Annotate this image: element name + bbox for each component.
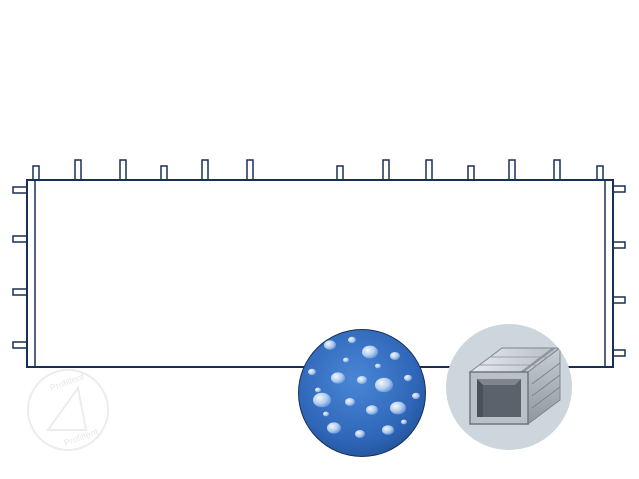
top-tab [201, 159, 209, 181]
top-tab [32, 165, 40, 181]
water-droplet [355, 430, 365, 438]
top-tab [246, 159, 254, 181]
top-tabs [32, 159, 604, 181]
top-tab [160, 165, 168, 181]
right-tab [612, 185, 626, 193]
square-tube-icon [468, 347, 562, 425]
water-droplet [401, 419, 407, 425]
top-tab [74, 159, 82, 181]
water-droplet [375, 377, 393, 393]
water-droplet [324, 340, 336, 350]
water-droplet [315, 387, 321, 393]
water-droplet [323, 411, 329, 417]
top-tab [508, 159, 516, 181]
water-droplet [331, 372, 345, 384]
water-droplets-icon [308, 336, 420, 438]
top-tab [467, 165, 475, 181]
water-droplet [308, 368, 316, 376]
right-tabs [612, 185, 626, 357]
left-tab [12, 235, 28, 243]
right-tab [612, 241, 626, 249]
water-droplet [382, 425, 394, 435]
top-tab [382, 159, 390, 181]
left-tab [12, 288, 28, 296]
left-tab [12, 186, 28, 194]
water-droplet [390, 401, 406, 415]
water-droplet [362, 345, 378, 359]
top-tab [425, 159, 433, 181]
top-tab [553, 159, 561, 181]
water-droplet [345, 398, 355, 406]
water-droplet [412, 392, 420, 400]
right-tab [612, 349, 626, 357]
left-tabs [12, 186, 28, 349]
water-droplet [404, 374, 412, 382]
water-droplet [375, 363, 381, 369]
water-droplet [327, 422, 341, 434]
top-tab [119, 159, 127, 181]
water-droplet [348, 336, 356, 344]
water-droplet [366, 405, 378, 415]
left-tab [12, 341, 28, 349]
top-tab [336, 165, 344, 181]
watermark-text-top: Profiltent [49, 371, 86, 393]
water-droplet [357, 376, 367, 384]
top-tab [596, 165, 604, 181]
water-droplet [343, 357, 349, 363]
steel-frame-profile-detail [446, 324, 572, 450]
waterproof-fabric-detail [298, 329, 426, 457]
watermark-stamp: Profiltent Profiltent [27, 369, 109, 451]
water-droplet [390, 352, 400, 360]
right-tab [612, 296, 626, 304]
water-droplet [313, 392, 331, 408]
